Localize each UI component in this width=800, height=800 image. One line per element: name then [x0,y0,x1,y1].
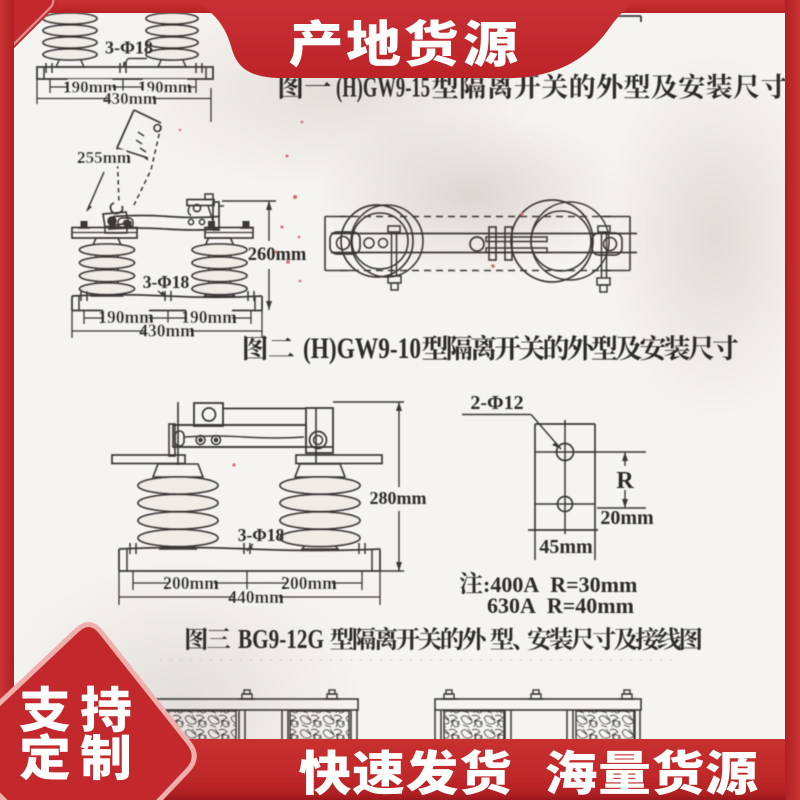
svg-text:45mm: 45mm [539,536,593,558]
svg-text:430mm: 430mm [139,321,195,341]
svg-text:260mm: 260mm [248,245,307,265]
svg-text:(H)GW9-10: (H)GW9-10 [303,332,421,365]
svg-text:3-Φ18: 3-Φ18 [238,525,285,545]
svg-text::400A R=30mm: :400A R=30mm [483,572,637,597]
svg-text:190mm: 190mm [63,78,117,97]
svg-text:430mm: 430mm [103,89,157,108]
svg-text:630A R=40mm: 630A R=40mm [487,593,634,618]
svg-text:20mm: 20mm [600,507,654,529]
svg-text:200mm: 200mm [281,573,337,593]
svg-text:440mm: 440mm [228,587,284,607]
svg-text:280mm: 280mm [370,488,427,508]
svg-text:R: R [616,468,634,494]
svg-text:3-Φ18: 3-Φ18 [143,272,190,292]
svg-text:3-Φ18: 3-Φ18 [105,38,153,58]
svg-text:BG9-12G: BG9-12G [238,624,324,654]
svg-text:190mm: 190mm [181,307,237,327]
svg-text:200mm: 200mm [163,573,219,593]
svg-text:255mm: 255mm [77,148,131,167]
svg-text:190mm: 190mm [98,307,154,327]
svg-text:2-Φ12: 2-Φ12 [470,392,523,414]
